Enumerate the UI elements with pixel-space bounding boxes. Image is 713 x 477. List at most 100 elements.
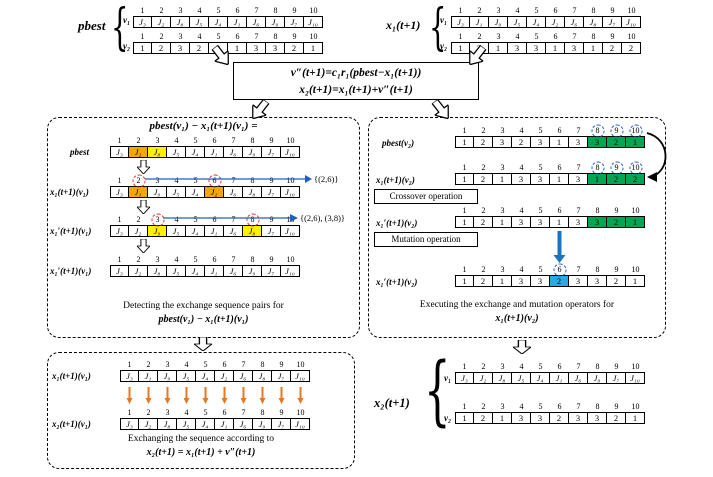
table-cell: J₈ bbox=[243, 186, 262, 198]
index-label: 3 bbox=[148, 215, 167, 225]
table-cell: J₁ bbox=[205, 265, 224, 277]
table-cell: J₆ bbox=[565, 16, 584, 28]
index-label: 5 bbox=[193, 255, 198, 264]
index-label: 10 bbox=[286, 136, 295, 145]
index-label: 8 bbox=[591, 32, 596, 41]
table-cell: 3 bbox=[531, 136, 550, 148]
x1-v2-row-label: x₁(t+1)(v₂) bbox=[376, 175, 415, 185]
table-cell: 1 bbox=[489, 42, 508, 54]
table-cell: 3 bbox=[247, 42, 266, 54]
index-label: 1 bbox=[458, 32, 463, 41]
table-cell: 3 bbox=[512, 412, 531, 424]
table-cell: 2 bbox=[607, 173, 626, 185]
table-cell: 1 bbox=[626, 216, 645, 228]
index-label: 5 bbox=[538, 206, 543, 215]
table-cell: J₃ bbox=[110, 186, 129, 198]
table-cell: 1 bbox=[550, 136, 569, 148]
index-label: 9 bbox=[614, 265, 619, 274]
index-label: 7 bbox=[254, 6, 259, 15]
table-cell: 3 bbox=[493, 136, 512, 148]
index-label: 7 bbox=[241, 408, 246, 417]
table-cell: J₅ bbox=[167, 265, 186, 277]
index-label: 7 bbox=[231, 136, 236, 145]
table-cell: J₄ bbox=[209, 16, 228, 28]
pbest-row-label: pbest bbox=[70, 147, 89, 157]
table-cell: 2 bbox=[603, 42, 622, 54]
table-cell: 1 bbox=[626, 412, 645, 424]
table-cell: J₉ bbox=[588, 372, 607, 384]
table-cell: J₄ bbox=[196, 418, 215, 430]
table-cell: 3 bbox=[512, 275, 531, 287]
index-label: 4 bbox=[174, 136, 179, 145]
index-label: 6 bbox=[222, 360, 227, 369]
bottom-left-caption-2: x₂(t+1) = x₁(t+1) + v″(t+1) bbox=[146, 447, 256, 458]
table-cell: J₈ bbox=[584, 16, 603, 28]
table-cell: J₃ bbox=[133, 16, 152, 28]
x1-title: x₁(t+1) bbox=[386, 18, 421, 32]
index-label: 4 bbox=[184, 360, 189, 369]
index-label: 5 bbox=[534, 6, 539, 15]
index-label: 6 bbox=[553, 6, 558, 15]
table-cell: J₄ bbox=[196, 370, 215, 382]
index-label: 2 bbox=[146, 360, 151, 369]
table-cell: 3 bbox=[512, 216, 531, 228]
table-cell: J₅ bbox=[508, 16, 527, 28]
index-label: 8 bbox=[260, 408, 265, 417]
table-cell: 2 bbox=[474, 136, 493, 148]
table-cell: 3 bbox=[531, 216, 550, 228]
index-label: 8 bbox=[250, 136, 255, 145]
x1-mutated-v2-row-label: x₁′(t+1)(v₂) bbox=[376, 277, 418, 287]
index-label: 8 bbox=[273, 6, 278, 15]
table-cell: J₅ bbox=[512, 372, 531, 384]
index-label: 5 bbox=[216, 32, 221, 41]
index-label: 1 bbox=[117, 176, 122, 185]
table-cell: 2 bbox=[626, 173, 645, 185]
table-cell: J₇ bbox=[262, 225, 281, 237]
table-cell: J₁ bbox=[215, 418, 234, 430]
index-label: 2 bbox=[146, 408, 151, 417]
table-cell: J₁ bbox=[550, 372, 569, 384]
table-cell: 2 bbox=[607, 216, 626, 228]
index-label: 2 bbox=[477, 32, 482, 41]
index-label: 10 bbox=[626, 163, 645, 173]
index-label: 3 bbox=[155, 136, 160, 145]
flow-arrow-eq-to-leftbox bbox=[252, 98, 270, 120]
velocity-equation: v″(t+1)=c₁r₁(pbest−x₁(t+1)) bbox=[290, 67, 422, 79]
x2-v2-label: v₂ bbox=[444, 413, 452, 423]
table-cell: J₈ bbox=[493, 372, 512, 384]
index-label: 10 bbox=[627, 6, 636, 15]
index-label: 9 bbox=[607, 126, 626, 136]
index-label: 4 bbox=[519, 206, 524, 215]
index-label: 1 bbox=[127, 408, 132, 417]
table-cell: J₂ bbox=[139, 418, 158, 430]
index-label: 10 bbox=[296, 408, 305, 417]
index-label: 4 bbox=[184, 408, 189, 417]
table-cell: J₅ bbox=[177, 418, 196, 430]
index-label: 6 bbox=[557, 163, 562, 172]
table-cell: 1 bbox=[550, 216, 569, 228]
index-label: 1 bbox=[117, 255, 122, 264]
pbest-title: pbest bbox=[78, 18, 106, 33]
index-label: 2 bbox=[136, 136, 141, 145]
index-label: 7 bbox=[576, 402, 581, 411]
table-cell: J₆ bbox=[234, 418, 253, 430]
mutation-operation-box: Mutation operation bbox=[374, 232, 478, 247]
index-label: 1 bbox=[462, 402, 467, 411]
index-label: 10 bbox=[309, 32, 318, 41]
pair-set-2: {(2,6), (3,8)} bbox=[300, 213, 345, 223]
index-label: 3 bbox=[165, 360, 170, 369]
table-cell: 1 bbox=[493, 173, 512, 185]
index-label: 2 bbox=[481, 206, 486, 215]
position-equation: x₂(t+1)=x₁(t+1)+v″(t+1) bbox=[299, 84, 413, 96]
table-cell: 2 bbox=[607, 412, 626, 424]
index-label: 8 bbox=[591, 6, 596, 15]
index-label: 9 bbox=[292, 6, 297, 15]
index-label: 1 bbox=[462, 265, 467, 274]
